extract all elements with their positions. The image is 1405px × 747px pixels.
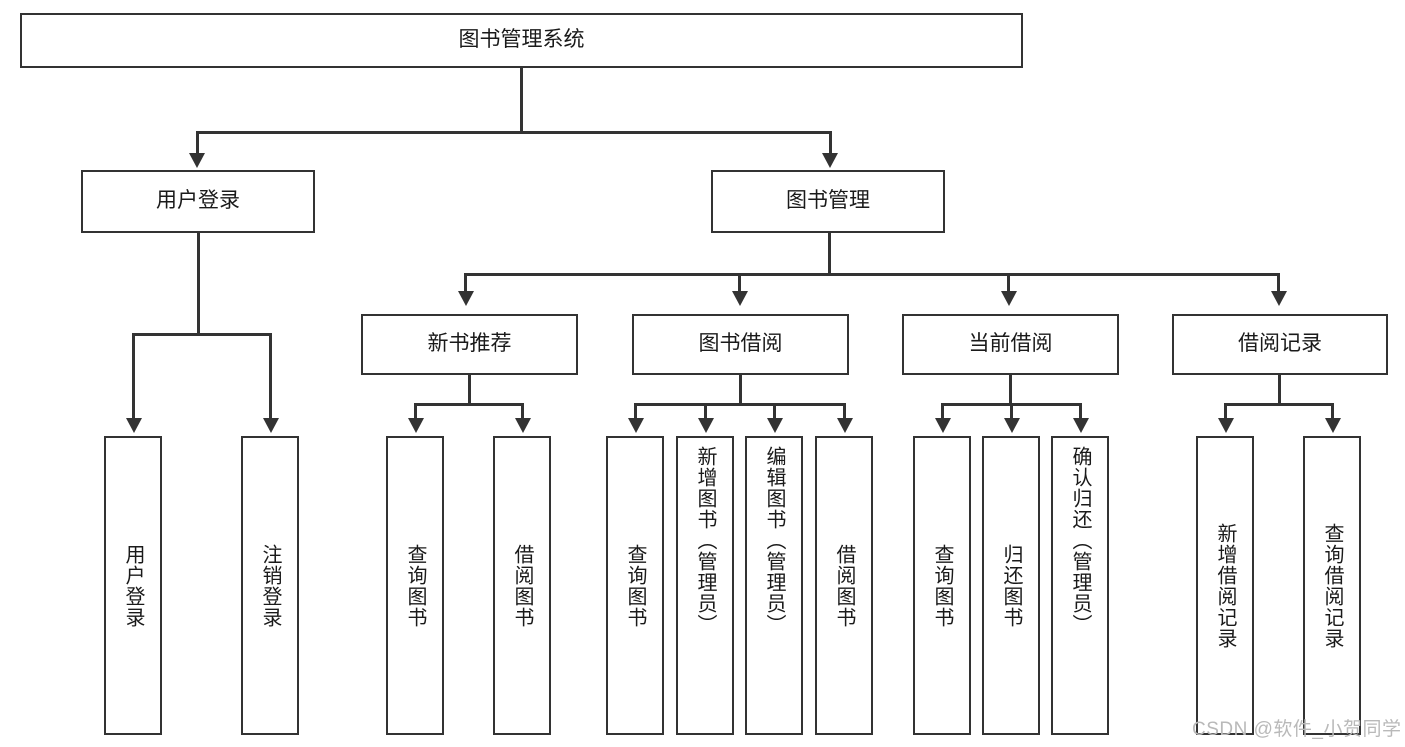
connector-new-book-drop-2 (521, 403, 524, 421)
leaf-query-book-current[interactable]: 查询图书 (913, 436, 971, 735)
connector-to-current-borrow (1007, 273, 1010, 293)
arrow-leaf-borrow-book-b (837, 418, 853, 433)
connector-level3-bus (464, 273, 1278, 276)
node-label: 借阅图书 (511, 543, 533, 628)
connector-new-book-drop-1 (414, 403, 417, 421)
connector-to-book-borrow (738, 273, 741, 293)
arrow-to-user-login (189, 153, 205, 168)
leaf-return-book[interactable]: 归还图书 (982, 436, 1040, 735)
arrow-to-book-borrow (732, 291, 748, 306)
node-label: 借阅图书 (833, 543, 855, 628)
node-label: 新增借阅记录 (1214, 522, 1236, 649)
connector-level2-bus (196, 131, 832, 134)
connector-to-borrow-record (1277, 273, 1280, 293)
connector-book-borrow-drop-4 (843, 403, 846, 421)
connector-book-borrow-drop-2 (704, 403, 707, 421)
leaf-query-book-borrow[interactable]: 查询图书 (606, 436, 664, 735)
node-label: 用户登录 (122, 543, 144, 628)
node-current-borrow[interactable]: 当前借阅 (902, 314, 1119, 375)
arrow-leaf-query-book-b (628, 418, 644, 433)
connector-book-borrow-drop-1 (634, 403, 637, 421)
connector-root-stem (520, 68, 523, 133)
arrow-leaf-query-book-c (935, 418, 951, 433)
connector-current-borrow-stem (1009, 375, 1012, 405)
arrow-leaf-confirm-return (1073, 418, 1089, 433)
node-root-system[interactable]: 图书管理系统 (20, 13, 1023, 68)
node-label: 查询图书 (624, 543, 646, 628)
node-label: 当前借阅 (968, 332, 1053, 356)
node-label: 注销登录 (259, 543, 281, 628)
node-book-manage[interactable]: 图书管理 (711, 170, 945, 233)
node-label: 新书推荐 (427, 332, 512, 356)
connector-new-book-bus (414, 403, 524, 406)
leaf-confirm-return-admin[interactable]: 确认归还（管理员） (1051, 436, 1109, 735)
connector-user-login-drop-1 (132, 333, 135, 421)
leaf-borrow-book-recommend[interactable]: 借阅图书 (493, 436, 551, 735)
connector-user-login-drop-2 (269, 333, 272, 421)
connector-to-book-manage (829, 131, 832, 157)
connector-current-borrow-drop-2 (1010, 403, 1013, 421)
arrow-to-new-book (458, 291, 474, 306)
arrow-leaf-query-book-a (408, 418, 424, 433)
node-label: 确认归还（管理员） (1069, 446, 1091, 635)
arrow-to-book-manage (822, 153, 838, 168)
leaf-borrow-book-borrow[interactable]: 借阅图书 (815, 436, 873, 735)
connector-user-login-stem (197, 233, 200, 335)
arrow-leaf-add-book (698, 418, 714, 433)
connector-to-user-login (196, 131, 199, 157)
csdn-watermark: CSDN @软件_小贺同学 (1192, 719, 1402, 740)
node-label: 图书管理 (786, 189, 870, 213)
leaf-edit-book-admin[interactable]: 编辑图书（管理员） (745, 436, 803, 735)
node-label: 借阅记录 (1238, 332, 1322, 356)
node-label: 新增图书（管理员） (694, 446, 716, 635)
connector-book-borrow-bus (634, 403, 846, 406)
node-label: 图书借阅 (698, 332, 783, 356)
node-user-login[interactable]: 用户登录 (81, 170, 315, 233)
leaf-add-borrow-record[interactable]: 新增借阅记录 (1196, 436, 1254, 735)
node-label: 编辑图书（管理员） (763, 446, 785, 635)
arrow-to-borrow-record (1271, 291, 1287, 306)
arrow-leaf-query-record (1325, 418, 1341, 433)
arrow-leaf-add-record (1218, 418, 1234, 433)
connector-book-borrow-stem (739, 375, 742, 405)
node-label: 归还图书 (1000, 543, 1022, 628)
connector-borrow-record-stem (1278, 375, 1281, 405)
arrow-leaf-borrow-book-a (515, 418, 531, 433)
node-new-book-recommend[interactable]: 新书推荐 (361, 314, 578, 375)
connector-borrow-record-bus (1224, 403, 1334, 406)
node-label: 查询图书 (931, 543, 953, 628)
connector-to-new-book (464, 273, 467, 293)
node-borrow-record[interactable]: 借阅记录 (1172, 314, 1388, 375)
arrow-leaf-edit-book (767, 418, 783, 433)
node-label: 查询借阅记录 (1321, 522, 1343, 649)
leaf-logout[interactable]: 注销登录 (241, 436, 299, 735)
arrow-to-current-borrow (1001, 291, 1017, 306)
connector-new-book-stem (468, 375, 471, 405)
node-label: 用户登录 (156, 189, 240, 213)
leaf-query-borrow-record[interactable]: 查询借阅记录 (1303, 436, 1361, 735)
leaf-query-book-recommend[interactable]: 查询图书 (386, 436, 444, 735)
connector-book-manage-stem (828, 233, 831, 275)
connector-borrow-record-drop-1 (1224, 403, 1227, 421)
arrow-leaf-user-login (126, 418, 142, 433)
connector-book-borrow-drop-3 (773, 403, 776, 421)
arrow-leaf-logout (263, 418, 279, 433)
node-book-borrow[interactable]: 图书借阅 (632, 314, 849, 375)
connector-current-borrow-drop-3 (1079, 403, 1082, 421)
node-label: 查询图书 (404, 543, 426, 628)
leaf-user-login[interactable]: 用户登录 (104, 436, 162, 735)
connector-current-borrow-drop-1 (941, 403, 944, 421)
arrow-leaf-return-book (1004, 418, 1020, 433)
leaf-add-book-admin[interactable]: 新增图书（管理员） (676, 436, 734, 735)
node-label: 图书管理系统 (458, 28, 585, 52)
connector-user-login-bus (132, 333, 272, 336)
connector-borrow-record-drop-2 (1331, 403, 1334, 421)
